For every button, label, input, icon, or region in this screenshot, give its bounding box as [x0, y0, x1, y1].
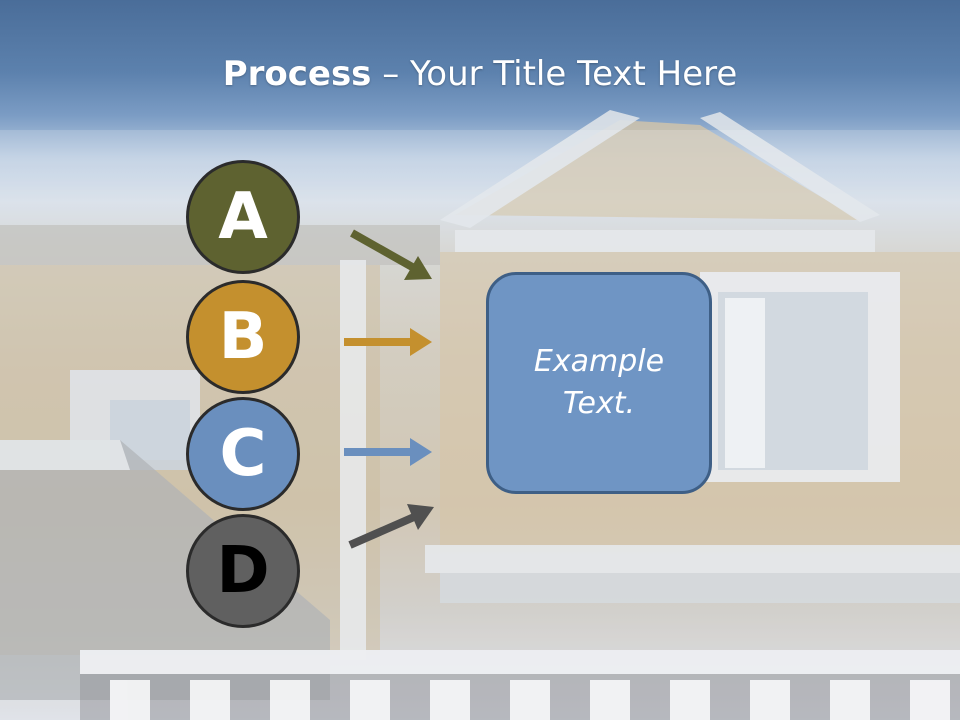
arrow-a — [350, 229, 432, 280]
step-c-circle[interactable]: C — [186, 397, 300, 511]
title-bold: Process — [222, 54, 372, 94]
step-a-circle[interactable]: A — [186, 160, 300, 274]
title-rest: – Your Title Text Here — [371, 54, 738, 94]
step-d-letter: D — [216, 534, 270, 608]
arrow-b — [344, 328, 432, 356]
step-b-circle[interactable]: B — [186, 280, 300, 394]
step-b-letter: B — [218, 300, 268, 374]
arrow-c — [344, 438, 432, 466]
step-a-letter: A — [218, 180, 268, 254]
arrow-d — [348, 504, 434, 549]
step-c-letter: C — [219, 417, 267, 491]
step-d-circle[interactable]: D — [186, 514, 300, 628]
slide-title: Process – Your Title Text Here — [0, 52, 960, 96]
